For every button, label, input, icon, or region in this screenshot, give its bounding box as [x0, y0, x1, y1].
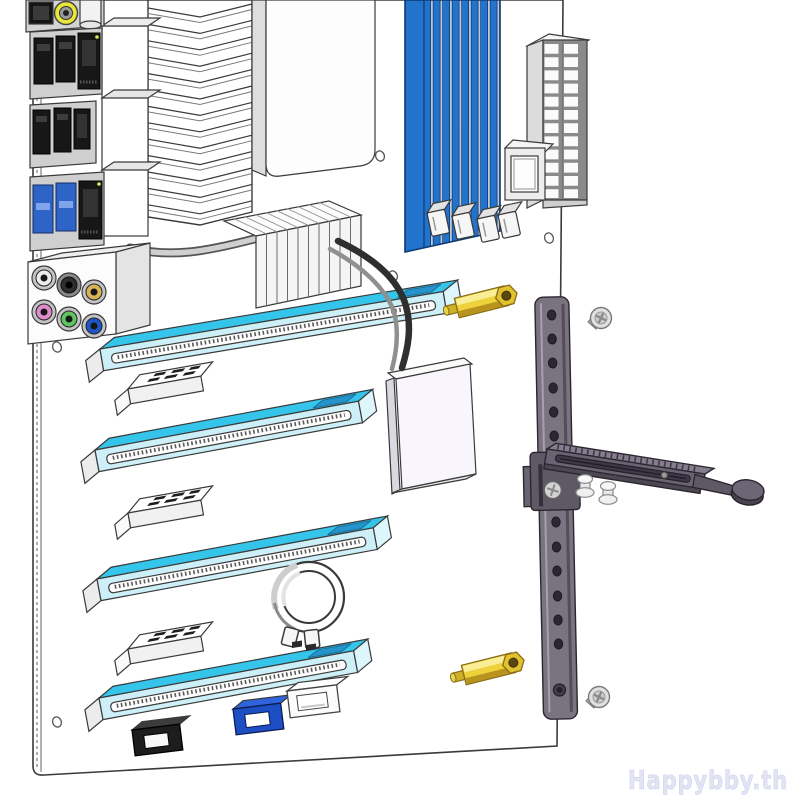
chip-glyphs: [147, 365, 202, 383]
pcie-slot-1: [85, 278, 462, 384]
lan-led: [97, 182, 101, 186]
pcie-slot-3: [82, 514, 393, 614]
board-hole: [374, 150, 386, 162]
cmos-battery-holder: [271, 560, 346, 650]
m2-vertical-plate: [385, 357, 477, 495]
front-panel-header-black: [130, 715, 192, 757]
pcie-latch-notch: [312, 393, 357, 409]
chip-glyphs: [147, 625, 202, 643]
cpu-cover-plate: [251, 0, 376, 177]
pcie-slot-2: [80, 388, 378, 485]
chip-block-3: [114, 621, 215, 677]
vrm-heatsink-block-column: [100, 17, 162, 237]
audio-jack-pink: [31, 299, 57, 325]
usb3-internal-header-blue: [231, 694, 293, 736]
io-top-cluster: [25, 0, 105, 33]
watermark: Happybby.th: [628, 766, 788, 796]
cable-dark: [334, 237, 413, 372]
mounting-screw-bottom: [584, 685, 611, 710]
audio-jack-green: [56, 306, 82, 332]
aux-power-connector: [503, 139, 555, 201]
coax-cylinder: [79, 0, 102, 30]
pcie-contact-pins: [116, 662, 341, 708]
mounting-screw-top: [586, 306, 613, 331]
board-hole: [51, 716, 63, 728]
arm-adjust-screw: [660, 471, 668, 479]
usb3-cluster: [29, 171, 105, 252]
audio-jack-linein-white: [31, 265, 57, 291]
lan-led: [95, 35, 99, 39]
pcie-latch-notch: [307, 643, 352, 659]
chip-block-2: [114, 485, 215, 541]
chip-block-1: [114, 361, 215, 417]
support-arm: [543, 442, 765, 506]
board-mounting-holes: [51, 150, 555, 728]
audio-jack-cluster: [27, 242, 151, 345]
internal-header-white: [284, 675, 350, 719]
usb-cluster-1: [29, 27, 103, 100]
arm-end-pad: [730, 479, 765, 506]
cables: [327, 237, 413, 372]
audio-jack-blue: [81, 313, 107, 339]
audio-jack-black: [56, 272, 82, 298]
usb-cluster-2: [29, 100, 97, 169]
audio-jack-gold: [81, 279, 107, 305]
board-hole: [543, 232, 555, 244]
pcie-contact-pins: [112, 412, 346, 460]
rca-jack: [53, 0, 79, 26]
pcie-latch-notch: [397, 283, 442, 299]
ram-latches: [425, 198, 524, 243]
bracket-holes: [546, 309, 564, 650]
stud-screw-2: [598, 481, 618, 505]
board-hole: [51, 341, 63, 353]
ram-dimm-slots: [404, 0, 524, 253]
pcie-latch-notch: [327, 520, 372, 536]
chip-glyphs: [147, 489, 202, 507]
pcie-slot-4: [84, 637, 373, 733]
small-header-pins: [292, 640, 316, 651]
rear-io-panel: [25, 0, 151, 345]
cable-gray: [327, 246, 400, 372]
vrm-heatsink: [100, 0, 253, 237]
chipset-heatsink: [222, 200, 363, 309]
